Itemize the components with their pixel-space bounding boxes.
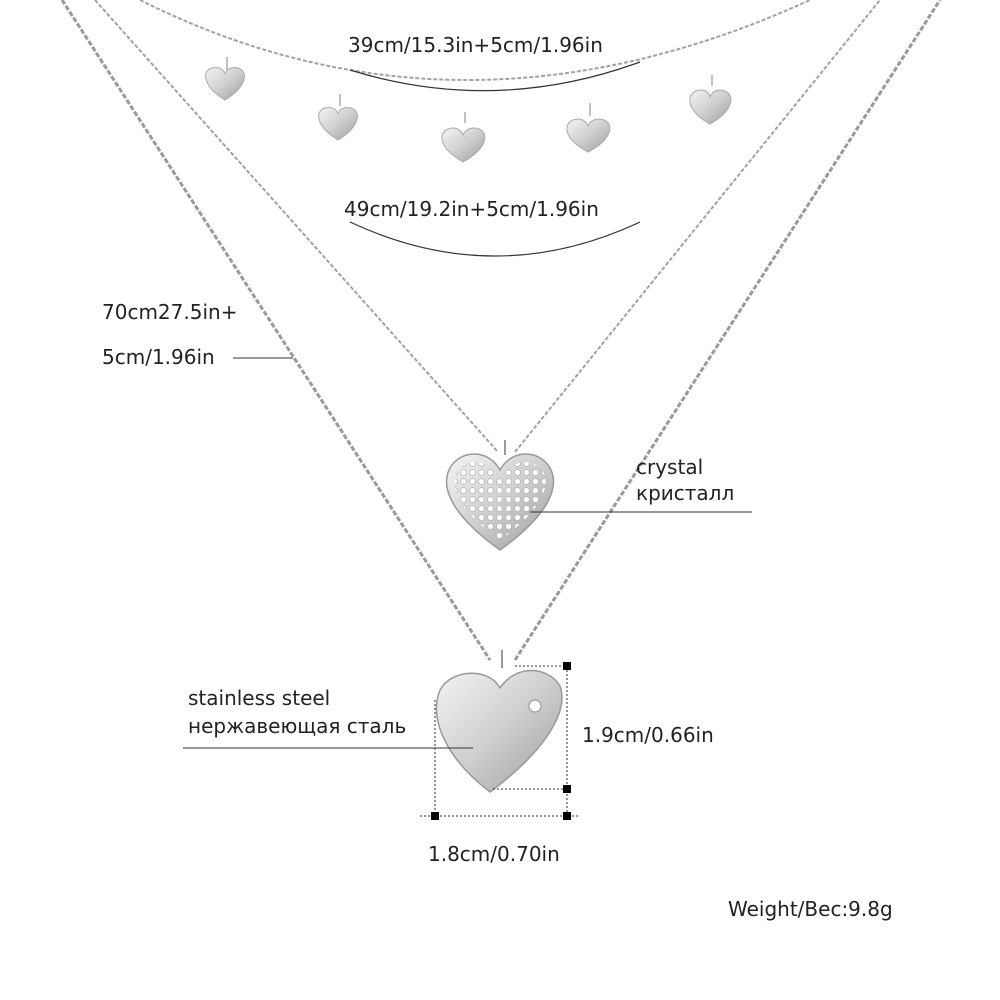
choker-length-label: 39cm/15.3in+5cm/1.96in <box>348 33 603 57</box>
middle-chain <box>94 0 881 453</box>
crystal-label-ru: кристалл <box>636 481 735 505</box>
small-heart-charm <box>689 89 732 125</box>
middle-length-label: 49cm/19.2in+5cm/1.96in <box>344 197 599 221</box>
small-heart-charm <box>566 118 611 153</box>
crystal-heart-pendant <box>445 440 555 551</box>
long-length-label-line1: 70cm27.5in+ <box>102 300 238 324</box>
small-crystal-stone <box>528 699 542 713</box>
steel-heart-pendant <box>435 650 563 793</box>
steel-label: stainless steel <box>188 686 331 710</box>
long-length-label-line2: 5cm/1.96in <box>102 345 215 369</box>
width-dimension-label: 1.8cm/0.70in <box>428 842 560 866</box>
crystal-label: crystal <box>636 455 704 479</box>
dimension-endpoints <box>431 662 571 820</box>
long-chain <box>60 0 942 661</box>
choker-heart-charms <box>205 57 732 163</box>
small-heart-charm <box>205 67 245 101</box>
small-heart-charm <box>441 127 486 163</box>
small-heart-charm <box>318 107 358 141</box>
choker-length-arc <box>349 61 641 92</box>
middle-length-arc <box>349 221 641 257</box>
height-dimension-label: 1.9cm/0.66in <box>582 723 714 747</box>
steel-label-ru: нержавеющая сталь <box>188 714 407 738</box>
choker-chain <box>139 0 811 81</box>
weight-label: Weight/Вес:9.8g <box>728 897 893 921</box>
